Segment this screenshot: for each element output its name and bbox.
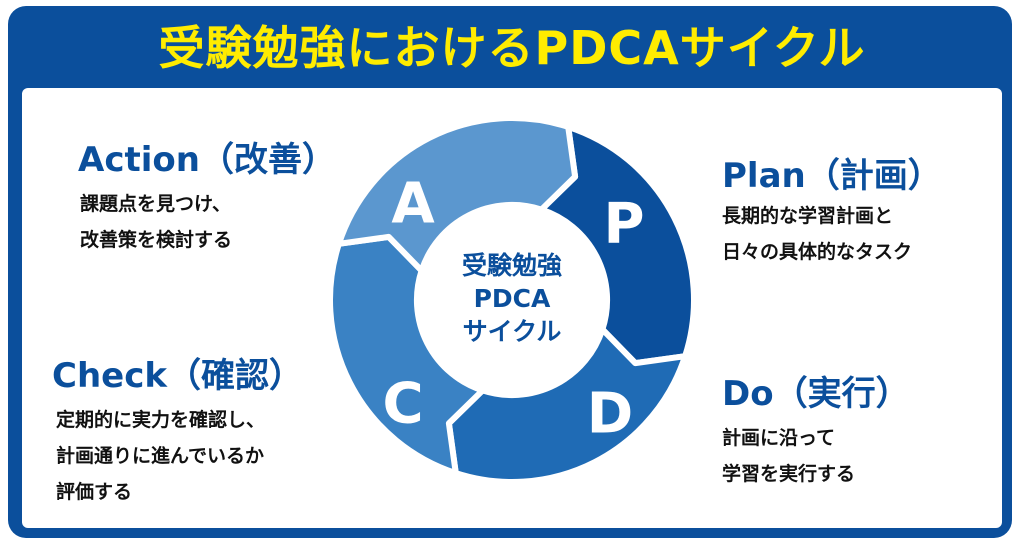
plan-heading: Plan（計画） [722, 156, 942, 196]
check-desc-2: 計画通りに進んでいるか [56, 445, 265, 467]
check-desc-3: 評価する [56, 481, 133, 503]
cycle-segments [327, 115, 697, 485]
center-line-1: 受験勉強 [462, 251, 562, 280]
do-desc-1: 計画に沿って [722, 427, 836, 449]
center-circle [419, 207, 605, 393]
check-letter: C [382, 372, 423, 437]
check-heading: Check（確認） [52, 356, 303, 396]
do-heading: Do（実行） [722, 374, 910, 414]
plan-desc-2: 日々の具体的なタスク [722, 241, 913, 263]
segment-check [327, 233, 486, 477]
segment-plan [538, 123, 697, 367]
action-desc-1: 課題点を見つけ、 [80, 193, 232, 215]
center-line-2: PDCA [474, 284, 551, 313]
segment-action [335, 115, 579, 274]
plan-desc-1: 長期的な学習計画と [722, 205, 894, 227]
check-desc-1: 定期的に実力を確認し、 [56, 409, 266, 431]
plan-letter: P [603, 192, 644, 257]
do-desc-2: 学習を実行する [722, 463, 856, 485]
segment-do [445, 326, 689, 485]
center-line-3: サイクル [463, 317, 562, 346]
do-letter: D [587, 382, 633, 447]
page-title: 受験勉強におけるPDCAサイクル [158, 21, 866, 75]
action-heading: Action（改善） [78, 140, 336, 180]
action-letter: A [391, 172, 435, 237]
action-desc-2: 改善策を検討する [80, 229, 233, 251]
